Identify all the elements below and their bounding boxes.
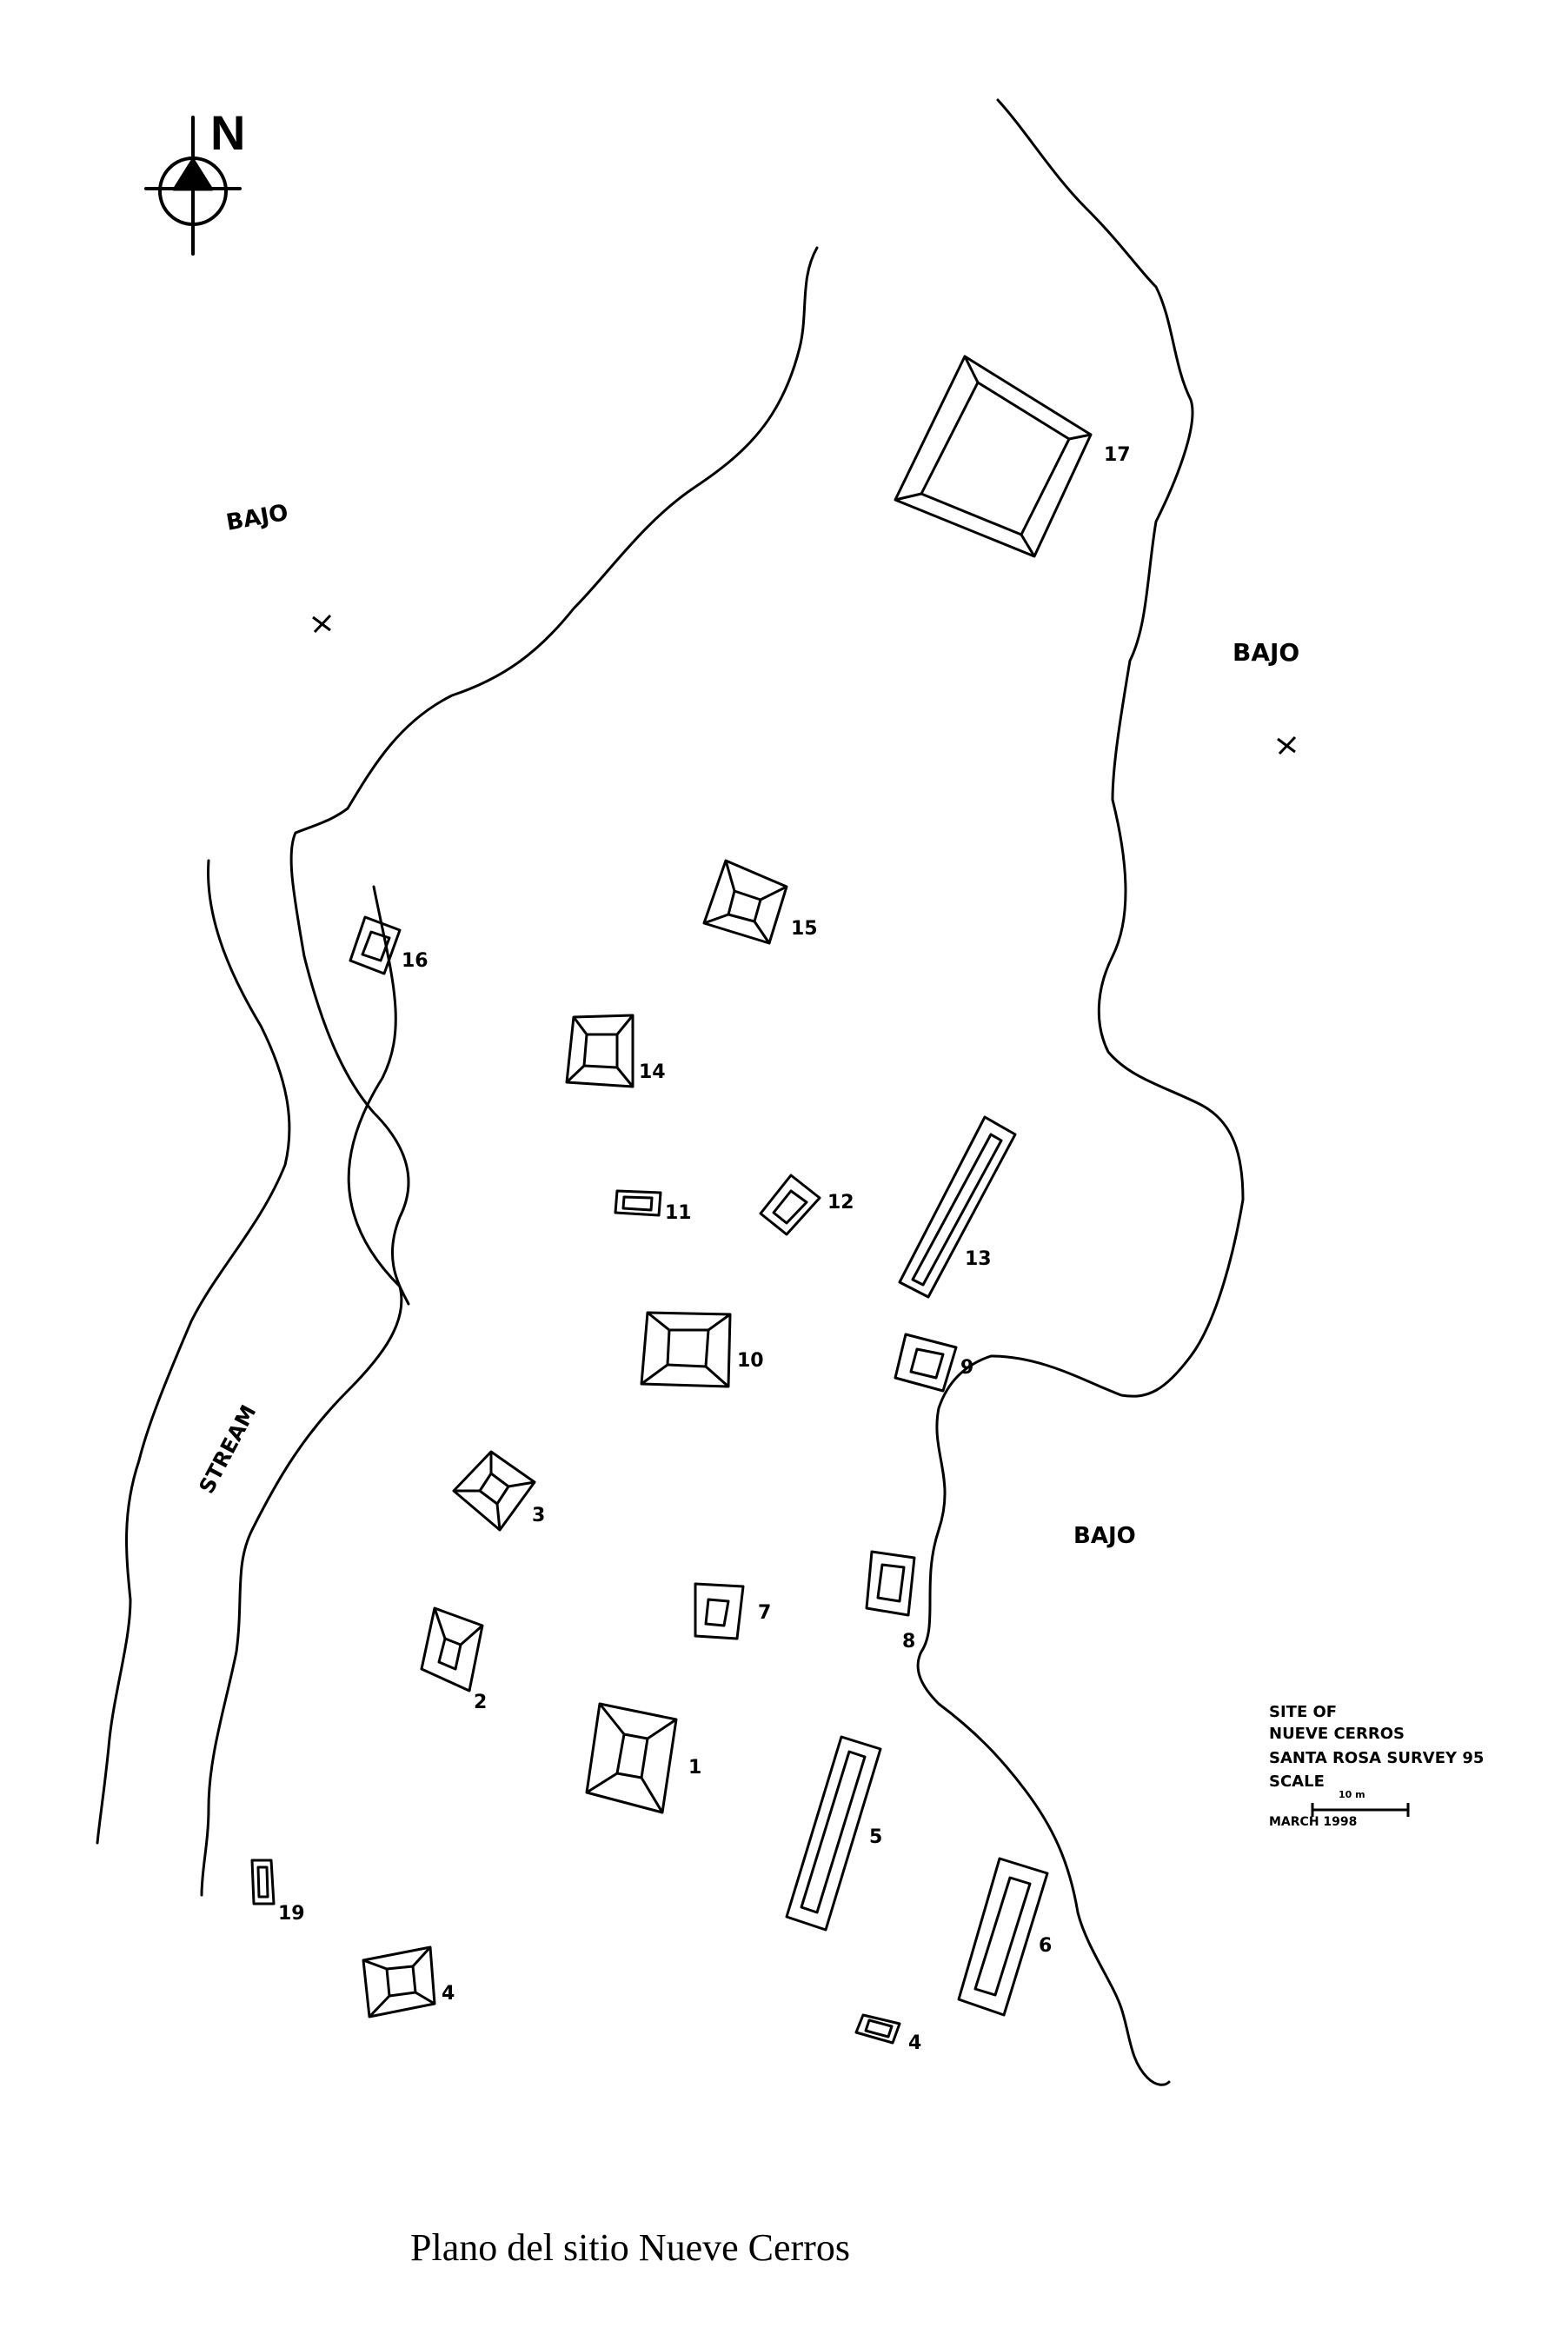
- stream-bank-west: [96, 859, 291, 1845]
- bajo-edge-east: [916, 98, 1245, 2086]
- structure-label-14: 14: [639, 1061, 666, 1083]
- stream-bank-east: [200, 885, 403, 1897]
- legend-line-5: MARCH 1998: [1269, 1815, 1357, 1829]
- structure-label-12: 12: [827, 1192, 854, 1214]
- bajo-label-nw: BAJO: [224, 500, 290, 536]
- stream-label: STREAM: [195, 1401, 262, 1498]
- legend-scale-value: 10 m: [1339, 1789, 1365, 1800]
- legend-line-1: SITE OF: [1269, 1703, 1337, 1721]
- legend-line-2: NUEVE CERROS: [1269, 1725, 1405, 1743]
- structure-13: [898, 1115, 1017, 1299]
- structure-4-south: [854, 2013, 901, 2045]
- site-legend: SITE OF NUEVE CERROS SANTA ROSA SURVEY 9…: [1269, 1703, 1484, 1829]
- structure-label-2: 2: [474, 1692, 487, 1713]
- structure-label-7: 7: [758, 1602, 771, 1624]
- structure-14: [565, 1014, 635, 1088]
- structure-6: [957, 1857, 1049, 2017]
- structure-label-8: 8: [902, 1631, 915, 1653]
- structure-19: [250, 1859, 276, 1905]
- structure-3: [452, 1450, 536, 1532]
- bajo-label-se: BAJO: [1073, 1523, 1136, 1549]
- structure-15: [702, 859, 788, 945]
- bajo-label-ne: BAJO: [1232, 638, 1299, 667]
- structure-17: [894, 355, 1093, 558]
- structure-label-11: 11: [665, 1202, 692, 1224]
- bajo-markers: [312, 614, 1297, 755]
- structure-label-17: 17: [1104, 444, 1131, 466]
- structure-label-15: 15: [791, 918, 818, 940]
- map-caption: Plano del sitio Nueve Cerros: [410, 2226, 850, 2269]
- structure-label-4-west: 4: [442, 1983, 455, 2005]
- structure-label-9: 9: [960, 1357, 973, 1379]
- structure-label-13: 13: [965, 1248, 992, 1270]
- structure-label-3: 3: [532, 1505, 545, 1526]
- structure-7: [694, 1582, 745, 1640]
- north-label: N: [210, 105, 245, 160]
- structure-12: [759, 1174, 821, 1236]
- structure-1: [585, 1702, 678, 1814]
- structure-9: [894, 1333, 958, 1393]
- structure-8: [865, 1550, 916, 1617]
- legend-line-3: SANTA ROSA SURVEY 95: [1269, 1749, 1484, 1767]
- structure-label-4-south: 4: [908, 2032, 921, 2054]
- structure-label-16: 16: [402, 950, 429, 972]
- structure-label-1: 1: [688, 1757, 701, 1779]
- legend-line-4: SCALE: [1269, 1772, 1325, 1791]
- structure-16: [349, 915, 402, 975]
- structure-label-19: 19: [278, 1903, 305, 1925]
- structure-label-6: 6: [1039, 1935, 1052, 1957]
- structure-label-10: 10: [737, 1350, 764, 1372]
- bajo-edge-west: [289, 246, 819, 1306]
- structure-10: [640, 1311, 732, 1388]
- scale-bar: [1311, 1803, 1410, 1817]
- structure-5: [785, 1735, 882, 1932]
- north-arrow-icon: [144, 116, 242, 256]
- structure-label-5: 5: [869, 1826, 882, 1848]
- structure-2: [420, 1606, 484, 1693]
- structure-11: [614, 1189, 662, 1217]
- structure-4-west: [362, 1945, 436, 2018]
